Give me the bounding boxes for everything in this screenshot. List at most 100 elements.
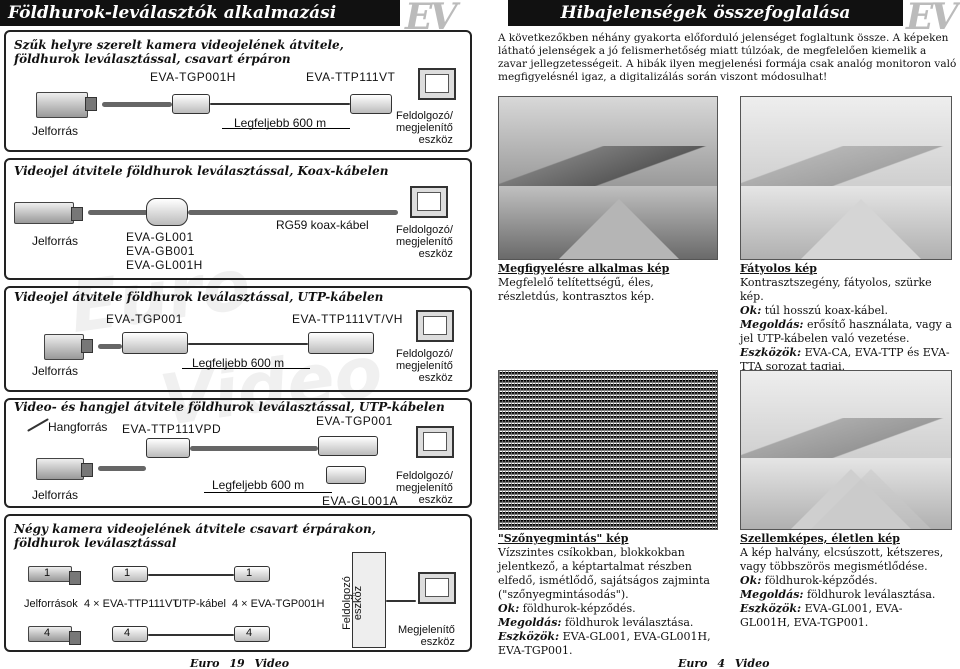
caption-ghost: Szellemképes, életlen kép A kép halvány,…	[740, 532, 952, 630]
monitor-icon	[418, 68, 456, 100]
tools-label: Eszközök:	[498, 630, 559, 643]
audio-source-label: Hangforrás	[48, 420, 107, 434]
source-label: Jelforrás	[32, 234, 78, 248]
photo-foggy	[740, 96, 952, 260]
caption-foggy: Fátyolos kép Kontrasztszegény, fátyolos,…	[740, 262, 952, 374]
rx-label: 4 × EVA-TGP001H	[232, 598, 324, 610]
photo-ghost	[740, 370, 952, 530]
photo-noise	[498, 370, 718, 530]
caption-desc: Kontrasztszegény, fátyolos, szürke kép.	[740, 276, 932, 303]
balun-icon	[122, 332, 188, 354]
fix-text: földhurok leválasztása.	[807, 588, 935, 601]
caption-desc: A kép halvány, elcsúszott, kétszeres, va…	[740, 546, 943, 573]
section-utp: Videojel átvitele földhurok leválasztáss…	[4, 286, 472, 392]
distance-label: Legfeljebb 600 m	[234, 116, 326, 130]
coax-cable	[102, 102, 172, 107]
balun-icon	[308, 332, 374, 354]
monitor-icon	[416, 426, 454, 458]
model-gl001h: EVA-GL001H	[126, 258, 203, 272]
cause-text: földhurok-képződés.	[523, 602, 636, 615]
utp-cable	[190, 446, 318, 451]
sink-label: Feldolgozó/ megjelenítő eszköz	[396, 470, 453, 506]
sink-label: Feldolgozó/ megjelenítő eszköz	[396, 224, 453, 260]
section-av-utp: Video- és hangjel átvitele földhurok lev…	[4, 398, 472, 508]
footer-right: Euro 4 Video	[678, 657, 769, 669]
cause-label: Ok:	[740, 304, 761, 317]
section-title-4: Video- és hangjel átvitele földhurok lev…	[14, 400, 445, 414]
balun-icon	[172, 94, 210, 114]
balun-icon	[350, 94, 392, 114]
fix-label: Megoldás:	[498, 616, 561, 629]
footer-brand-a: Euro	[678, 657, 708, 669]
output-cable	[386, 600, 416, 602]
camera-icon	[44, 334, 84, 360]
coax-cable	[88, 210, 148, 215]
channel-number-top: 1	[246, 567, 252, 579]
section-title-5a: Négy kamera videojelének átvitele csavar…	[14, 522, 376, 536]
footer-brand-b: Video	[735, 657, 770, 669]
channel-number-bottom: 4	[44, 627, 50, 639]
monitor-icon	[418, 572, 456, 604]
device-label-ttp111vpd: EVA-TTP111VPD	[122, 422, 221, 436]
microphone-icon	[27, 418, 49, 432]
isolator-icon	[146, 198, 188, 226]
model-gl001: EVA-GL001	[126, 230, 194, 244]
channel-number-bottom: 4	[246, 627, 252, 639]
distance-line	[204, 492, 332, 493]
page-number: 4	[717, 657, 725, 669]
utp-cable	[188, 343, 308, 345]
channel-number-top: 1	[44, 567, 50, 579]
cause-label: Ok:	[498, 602, 519, 615]
section-title-3: Videojel átvitele földhurok leválasztáss…	[14, 290, 383, 304]
caption-noise: "Szőnyegmintás" kép Vízszintes csíkokban…	[498, 532, 718, 658]
sources-label: Jelforrások	[24, 598, 78, 610]
device-label-tgp001: EVA-TGP001	[316, 414, 393, 428]
channel-number-bottom: 4	[124, 627, 130, 639]
caption-title: Szellemképes, életlen kép	[740, 532, 952, 546]
section-title-1a: Szűk helyre szerelt kamera videojelének …	[14, 38, 344, 52]
tools-label: Eszközök:	[740, 602, 801, 615]
coax-cable	[98, 466, 146, 471]
section-coax: Videojel átvitele földhurok leválasztáss…	[4, 158, 472, 280]
camera-icon	[36, 458, 84, 480]
fix-text: földhurok leválasztása.	[565, 616, 693, 629]
device-label-ttp111vtvh: EVA-TTP111VT/VH	[292, 312, 403, 326]
device-label-tgp001: EVA-TGP001	[106, 312, 183, 326]
isolator-icon	[326, 466, 366, 484]
balun-icon	[318, 436, 378, 456]
sink-label: Megjelenítő eszköz	[398, 624, 455, 648]
channel-number-top: 1	[124, 567, 130, 579]
monitor-icon	[410, 186, 448, 218]
camera-icon	[36, 92, 88, 118]
right-page: Hibajelenségek összefoglalása EV A követ…	[488, 0, 960, 669]
section-four-cameras: Négy kamera videojelének átvitele csavar…	[4, 514, 472, 652]
utp-cable	[148, 574, 234, 576]
left-page: Euro Video Földhurok-leválasztók alkalma…	[0, 0, 480, 669]
caption-desc: Vízszintes csíkokban, blokkokban jelentk…	[498, 546, 710, 601]
cable-label: RG59 koax-kábel	[276, 218, 369, 232]
distance-label: Legfeljebb 600 m	[192, 356, 284, 370]
page-title-right: Hibajelenségek összefoglalása	[508, 0, 903, 26]
distance-label: Legfeljebb 600 m	[212, 478, 304, 492]
section-title-2: Videojel átvitele földhurok leválasztáss…	[14, 164, 388, 178]
caption-title: Fátyolos kép	[740, 262, 952, 276]
tx-label: 4 × EVA-TTP111VT	[84, 598, 179, 610]
photo-good	[498, 96, 718, 260]
tools-label: Eszközök:	[740, 346, 801, 359]
utp-cable	[148, 634, 234, 636]
processor-label: Feldolgozó eszköz	[342, 576, 364, 630]
caption-good: Megfigyelésre alkalmas kép Megfelelő tel…	[498, 262, 718, 304]
caption-title: Megfigyelésre alkalmas kép	[498, 262, 718, 276]
cable-label: UTP-kábel	[174, 598, 226, 610]
source-label: Jelforrás	[32, 364, 78, 378]
footer-left: Euro 19 Video	[190, 657, 289, 669]
cause-text: földhurok-képződés.	[765, 574, 878, 587]
fix-label: Megoldás:	[740, 588, 803, 601]
device-label-gl001a: EVA-GL001A	[322, 494, 398, 508]
intro-text: A következőkben néhány gyakorta előfordu…	[498, 32, 958, 84]
cause-text: túl hosszú koax-kábel.	[765, 304, 888, 317]
device-label-tgp001h: EVA-TGP001H	[150, 70, 236, 84]
section-twisted-pair-tight: Szűk helyre szerelt kamera videojelének …	[4, 30, 472, 152]
utp-cable	[210, 103, 350, 105]
source-label: Jelforrás	[32, 124, 78, 138]
